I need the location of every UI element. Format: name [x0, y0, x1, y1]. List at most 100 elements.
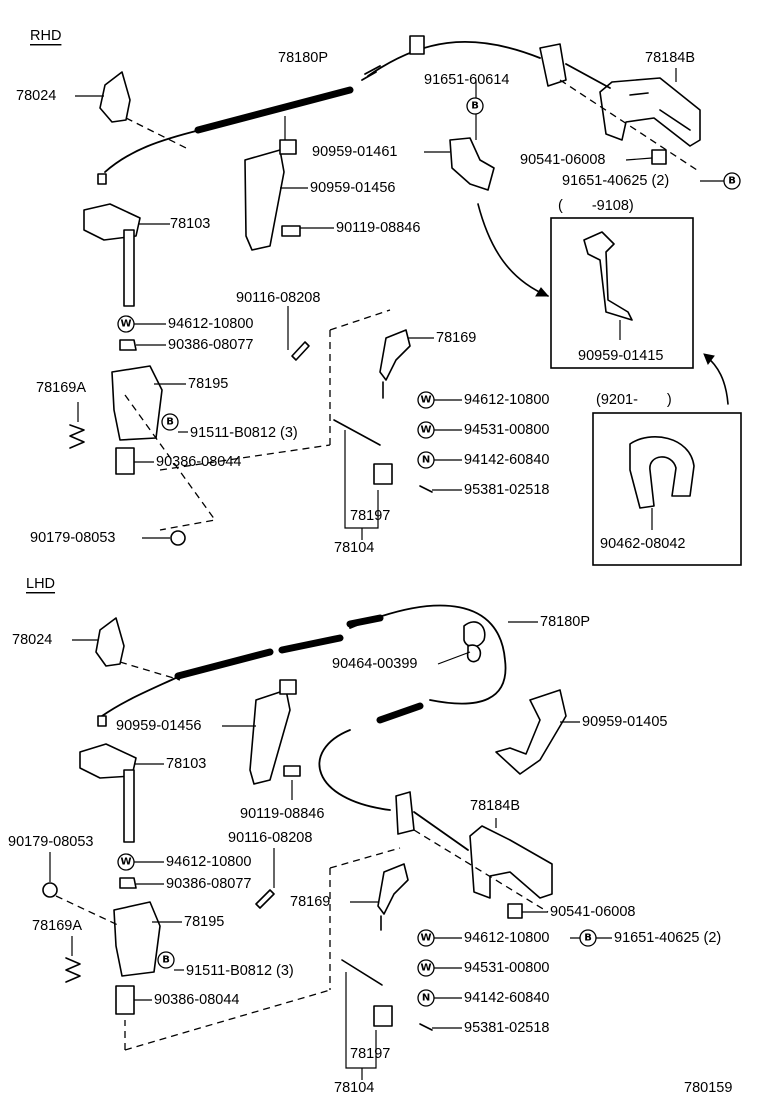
lhd-cable-sheath-c	[346, 614, 384, 628]
label-lhd-94612-10800-a: 94612-10800	[166, 854, 251, 870]
label-inset1-part: 90959-01415	[578, 348, 663, 364]
label-rhd-90959-01461: 90959-01461	[312, 144, 397, 160]
label-lhd-91511-B0812: 91511-B0812 (3)	[186, 963, 294, 979]
rhd-dash-bracket-78195	[124, 394, 217, 531]
label-rhd-91511-B0812: 91511-B0812 (3)	[190, 425, 298, 441]
lhd-cable-end-nub	[97, 715, 107, 727]
rhd-pointer-arrow-inset2	[705, 355, 729, 405]
lhd-washer-w-a: W	[120, 857, 131, 868]
label-inset2-part: 90462-08042	[600, 536, 685, 552]
rhd-clamp-90959-01461	[449, 137, 495, 191]
rhd-lead-90541-06008	[625, 157, 653, 161]
rhd-pin-95381-02518	[419, 485, 433, 493]
rhd-bushing-90386-08044	[115, 447, 135, 475]
label-rhd-91651-40625: 91651-40625 (2)	[562, 173, 669, 189]
rhd-b-letter-bolt: B	[166, 417, 174, 428]
lhd-lead-90464	[437, 651, 471, 665]
lhd-cable-loop-top	[349, 604, 507, 705]
rhd-bushing-78197	[373, 463, 393, 485]
rhd-nut-90386-08077	[119, 339, 137, 351]
lhd-cable-sheath-b	[278, 634, 344, 654]
label-rhd-91651-60614: 91651-60614	[424, 72, 509, 88]
rhd-b-symbol-a	[466, 97, 484, 115]
label-rhd-78104: 78104	[334, 540, 374, 556]
rhd-b-letter-b: B	[728, 176, 736, 187]
lhd-nut-90179-08053	[42, 882, 58, 898]
lhd-lead-right-column	[432, 937, 462, 1029]
rhd-nut-n-letter: N	[422, 455, 430, 466]
rhd-lever-shaft	[123, 229, 135, 307]
inset2-clip-90462-08042	[629, 436, 695, 509]
lhd-cable-sheath-d	[376, 702, 424, 724]
rhd-lead-right-column	[432, 399, 462, 491]
lhd-bracket-78184B	[469, 825, 553, 899]
label-lhd-78024: 78024	[12, 632, 52, 648]
lhd-bracket-78195	[113, 901, 161, 977]
label-lhd-94142-60840: 94142-60840	[464, 990, 549, 1006]
inset1-clamp-90959-01415	[583, 231, 633, 321]
rhd-b-symbol-bolt	[161, 413, 179, 431]
label-rhd-78103: 78103	[170, 216, 210, 232]
label-lhd-78169: 78169	[290, 894, 330, 910]
lhd-rod-78104	[341, 959, 383, 986]
section-header-lhd: LHD	[26, 576, 55, 592]
label-rhd-90541-06008: 90541-06008	[520, 152, 605, 168]
lhd-b-symbol-bolt	[157, 951, 175, 969]
lhd-clip-90541-06008	[507, 903, 523, 919]
lhd-cable-inner-left	[101, 675, 181, 717]
lhd-nut-90386-08077	[119, 877, 137, 889]
label-lhd-90959-01405: 90959-01405	[582, 714, 667, 730]
lhd-bushing-90386-08044	[115, 985, 135, 1015]
label-inset2-range: (9201- )	[596, 392, 672, 408]
lhd-lever-shaft	[123, 769, 135, 843]
label-rhd-90386-08044: 90386-08044	[156, 454, 241, 470]
lhd-lead-washer-nut	[134, 861, 164, 885]
rhd-cable-end-rod	[565, 63, 611, 89]
rhd-cable-end-fitting	[539, 43, 567, 87]
label-lhd-78180P: 78180P	[540, 614, 590, 630]
label-rhd-94612-10800-b: 94612-10800	[464, 392, 549, 408]
lhd-clip-90464-00399	[463, 621, 486, 648]
label-lhd-78197: 78197	[350, 1046, 390, 1062]
lhd-bushing-78197	[373, 1005, 393, 1027]
label-rhd-78024: 78024	[16, 88, 56, 104]
rhd-pointer-arrowhead-inset1	[535, 287, 550, 297]
lhd-clamp-head	[279, 679, 297, 695]
rhd-washer-w-c: W	[420, 425, 431, 436]
label-lhd-78103: 78103	[166, 756, 206, 772]
label-inset1-range: ( -9108)	[558, 198, 634, 214]
rhd-lead-washer-nut	[134, 323, 166, 346]
label-lhd-90464-00399: 90464-00399	[332, 656, 417, 672]
rhd-cable-grommet	[409, 35, 425, 55]
lhd-spring-78169A	[65, 957, 81, 983]
rhd-bracket-detail	[629, 92, 691, 131]
lhd-washer-w-b: W	[420, 933, 431, 944]
label-lhd-78104: 78104	[334, 1080, 374, 1096]
label-lhd-78195: 78195	[184, 914, 224, 930]
rhd-clamp-head	[279, 139, 297, 155]
rhd-clamp-90959-01456	[244, 149, 285, 251]
label-rhd-78169A: 78169A	[36, 380, 86, 396]
rhd-clip-90541-06008	[651, 149, 667, 165]
label-rhd-90959-01456: 90959-01456	[310, 180, 395, 196]
label-rhd-94531-00800: 94531-00800	[464, 422, 549, 438]
label-lhd-78169A: 78169A	[32, 918, 82, 934]
rhd-washer-w-a: W	[120, 319, 131, 330]
rhd-bracket-78024	[99, 71, 131, 123]
rhd-b-letter-a: B	[471, 101, 479, 112]
label-rhd-90179-08053: 90179-08053	[30, 530, 115, 546]
rhd-cable-break	[361, 65, 381, 81]
label-lhd-95381-02518: 95381-02518	[464, 1020, 549, 1036]
lhd-cable-end-rod	[413, 811, 469, 851]
label-lhd-94612-10800-b: 94612-10800	[464, 930, 549, 946]
lhd-lever-78169	[377, 863, 409, 915]
label-rhd-90116-08208: 90116-08208	[236, 290, 320, 306]
lhd-clamp-90959-01405	[495, 689, 567, 775]
rhd-bolt-90119-08846	[281, 225, 301, 237]
lhd-nut-n-letter: N	[422, 993, 430, 1004]
label-lhd-94531-00800: 94531-00800	[464, 960, 549, 976]
rhd-rod-78104	[333, 419, 381, 446]
rhd-bracket-78184B	[599, 77, 701, 147]
lhd-b-letter-bolt: B	[162, 955, 170, 966]
